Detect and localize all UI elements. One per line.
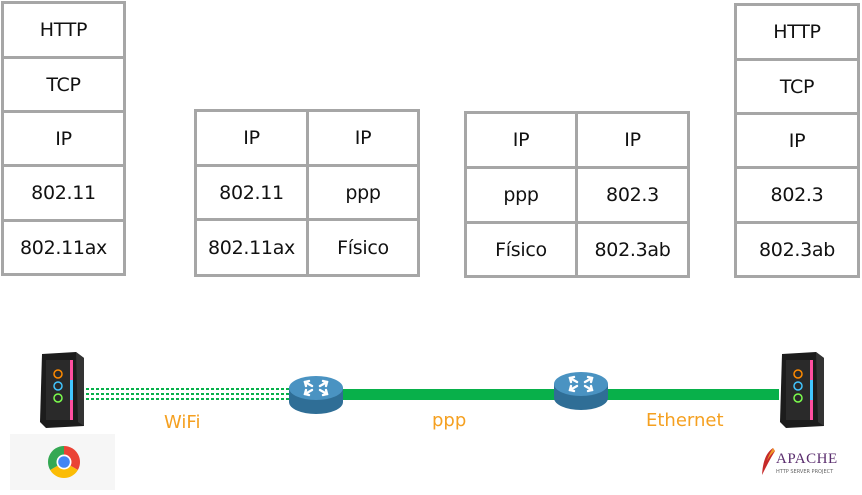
apache-logo-text: APACHE: [776, 451, 838, 467]
router1-left-physical: 802.11ax: [197, 221, 306, 274]
router2-protocol-stack: IP IP ppp 802.3 Físico 802.3ab: [464, 111, 690, 278]
router2-left-network: IP: [467, 114, 575, 166]
client-layer-link: 802.11: [4, 167, 123, 219]
router1-right-link: ppp: [309, 167, 417, 218]
router2-left-link: ppp: [467, 169, 575, 221]
apache-feather-icon: [762, 448, 775, 475]
server-layer-network: IP: [737, 115, 857, 166]
router2-right-link: 802.3: [578, 169, 687, 221]
server-layer-transport: TCP: [737, 61, 857, 112]
router1-protocol-stack: IP IP 802.11 ppp 802.11ax Físico: [194, 109, 420, 277]
client-computer-icon: [40, 352, 84, 428]
client-layer-physical: 802.11ax: [4, 222, 123, 273]
apache-logo-box: APACHE HTTP SERVER PROJECT: [756, 445, 838, 485]
router1-right-physical: Físico: [309, 221, 417, 274]
router1-left-link: 802.11: [197, 167, 306, 218]
wifi-link: [86, 388, 292, 400]
browser-logo-box: [10, 434, 115, 490]
server-layer-application: HTTP: [737, 6, 857, 58]
router2-icon: [554, 372, 608, 410]
router2-left-physical: Físico: [467, 224, 575, 275]
ethernet-link-label: Ethernet: [646, 410, 724, 431]
wifi-link-label: WiFi: [164, 412, 201, 433]
router2-right-physical: 802.3ab: [578, 224, 687, 275]
client-layer-network: IP: [4, 113, 123, 164]
server-layer-physical: 802.3ab: [737, 224, 857, 275]
server-layer-link: 802.3: [737, 169, 857, 221]
chrome-icon: [47, 446, 81, 479]
ppp-link: [342, 389, 556, 400]
ethernet-link: [607, 389, 779, 400]
router1-icon: [289, 376, 343, 414]
router2-right-network: IP: [578, 114, 687, 166]
server-protocol-stack: HTTP TCP IP 802.3 802.3ab: [734, 3, 860, 278]
apache-logo-subtext: HTTP SERVER PROJECT: [776, 469, 834, 475]
router1-left-network: IP: [197, 112, 306, 164]
client-protocol-stack: HTTP TCP IP 802.11 802.11ax: [1, 1, 126, 276]
router1-right-network: IP: [309, 112, 417, 164]
client-layer-application: HTTP: [4, 4, 123, 56]
ppp-link-label: ppp: [432, 410, 467, 431]
server-computer-icon: [780, 352, 824, 428]
client-layer-transport: TCP: [4, 59, 123, 110]
